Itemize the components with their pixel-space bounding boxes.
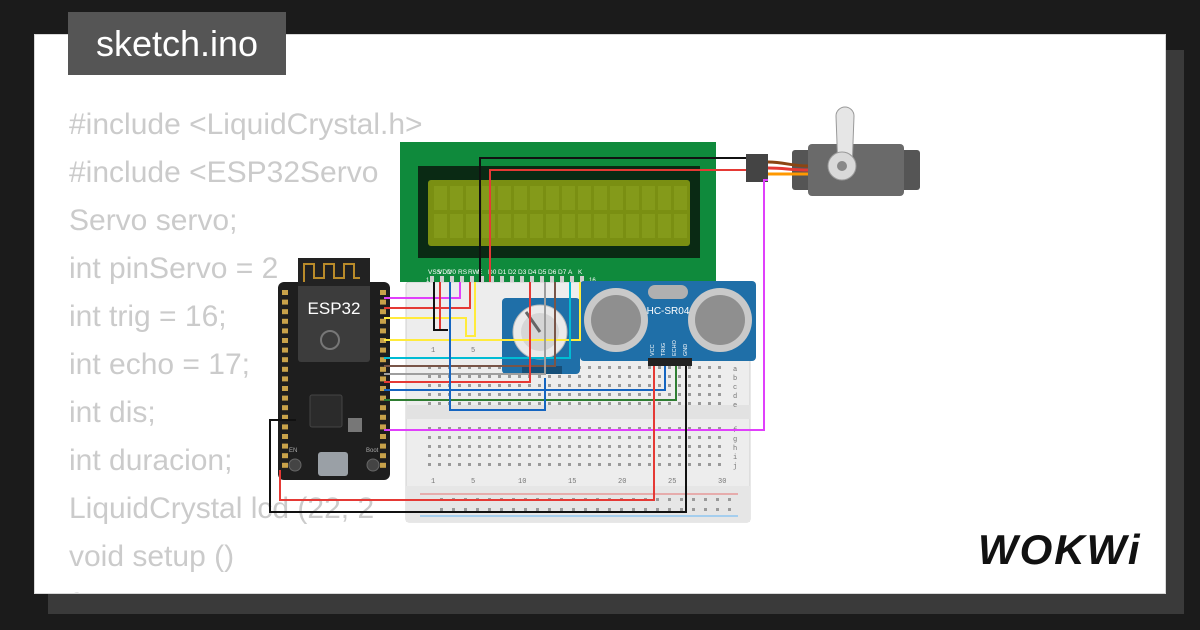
bb-col-number: 10 (518, 478, 526, 486)
code-line: int echo = 17; (69, 348, 250, 381)
lcd-pin-label: A (568, 269, 573, 276)
lcd-pin-label: D4 (528, 269, 537, 276)
wires (269, 157, 768, 513)
en-button[interactable] (288, 458, 302, 472)
sensor-pin-echo: ECHO (672, 339, 678, 356)
bb-col-number: 20 (618, 478, 626, 486)
bb-row-letter: c (733, 384, 737, 392)
boot-label: Boot (366, 448, 379, 454)
usb-port (318, 452, 348, 476)
lcd-pin-label: V0 (448, 269, 456, 276)
sensor-pin-vcc: VCC (650, 344, 656, 356)
bb-col-number: 1 (431, 478, 435, 486)
servo-horn-icon (837, 161, 847, 171)
lcd-pin-first: 1 (426, 278, 430, 284)
lcd-pin-label: D5 (538, 269, 547, 276)
bb-col-number: 5 (471, 347, 475, 355)
lcd-pin-label: RW (468, 269, 480, 276)
code-line: Servo servo; (69, 204, 238, 237)
bb-col-number: 1 (431, 347, 435, 355)
wokwi-logo: WOKWi (978, 526, 1142, 573)
bb-row-letter: i (733, 454, 737, 462)
bb-col-number: 15 (568, 478, 576, 486)
code-line: int duracion; (69, 444, 233, 477)
boot-button[interactable] (366, 458, 380, 472)
lcd-pin-label: D0 (488, 269, 497, 276)
esp32-board[interactable]: ESP32 Boot EN (278, 258, 390, 480)
bb-col-number: 5 (471, 478, 475, 486)
sensor-pin-gnd: GND (683, 344, 689, 356)
bb-row-letter: j (733, 463, 737, 471)
lcd-pin-label: RS (458, 269, 468, 276)
code-line: int dis; (69, 396, 156, 429)
code-line: int trig = 16; (69, 300, 227, 333)
code-line: #include <LiquidCrystal.h> (69, 108, 423, 141)
file-tab[interactable]: sketch.ino (68, 12, 286, 75)
servo-motor[interactable] (746, 106, 920, 196)
bb-row-letter: a (733, 366, 737, 374)
lcd-pin-label: D1 (498, 269, 507, 276)
lcd-pin-label: D6 (548, 269, 557, 276)
code-preview: #include <LiquidCrystal.h> #include <ESP3… (69, 101, 423, 593)
potentiometer[interactable] (502, 298, 580, 374)
code-line: #include <ESP32Servo (69, 156, 379, 189)
espressif-logo-icon (320, 330, 340, 350)
lcd-pin-label: D3 (518, 269, 527, 276)
code-line: int pinServo = 2 (69, 252, 279, 285)
code-line: { (69, 581, 423, 593)
esp32-label: ESP32 (308, 299, 361, 318)
lcd-pin-label: VSS (428, 269, 442, 276)
bb-row-letter: b (733, 375, 737, 383)
bb-col-number: 25 (668, 478, 676, 486)
sensor-pin-trig: TRIG (661, 343, 667, 356)
ultrasonic-sensor[interactable]: HC-SR04 VCC TRIG ECHO GND (580, 281, 756, 366)
bb-row-letter: g (733, 436, 737, 444)
lcd-pin-label: D2 (508, 269, 517, 276)
en-label: EN (289, 448, 297, 454)
bb-row-letter: h (733, 445, 737, 453)
lcd-pin-label: K (578, 269, 583, 276)
bb-row-letter: e (733, 402, 737, 410)
code-line: void setup () (69, 540, 235, 573)
sensor-label: HC-SR04 (647, 306, 690, 317)
bb-col-number: 30 (718, 478, 726, 486)
lcd-pin-label: VDD (438, 269, 452, 276)
lcd-pin-label: D7 (558, 269, 567, 276)
bb-row-letter: d (733, 393, 737, 401)
